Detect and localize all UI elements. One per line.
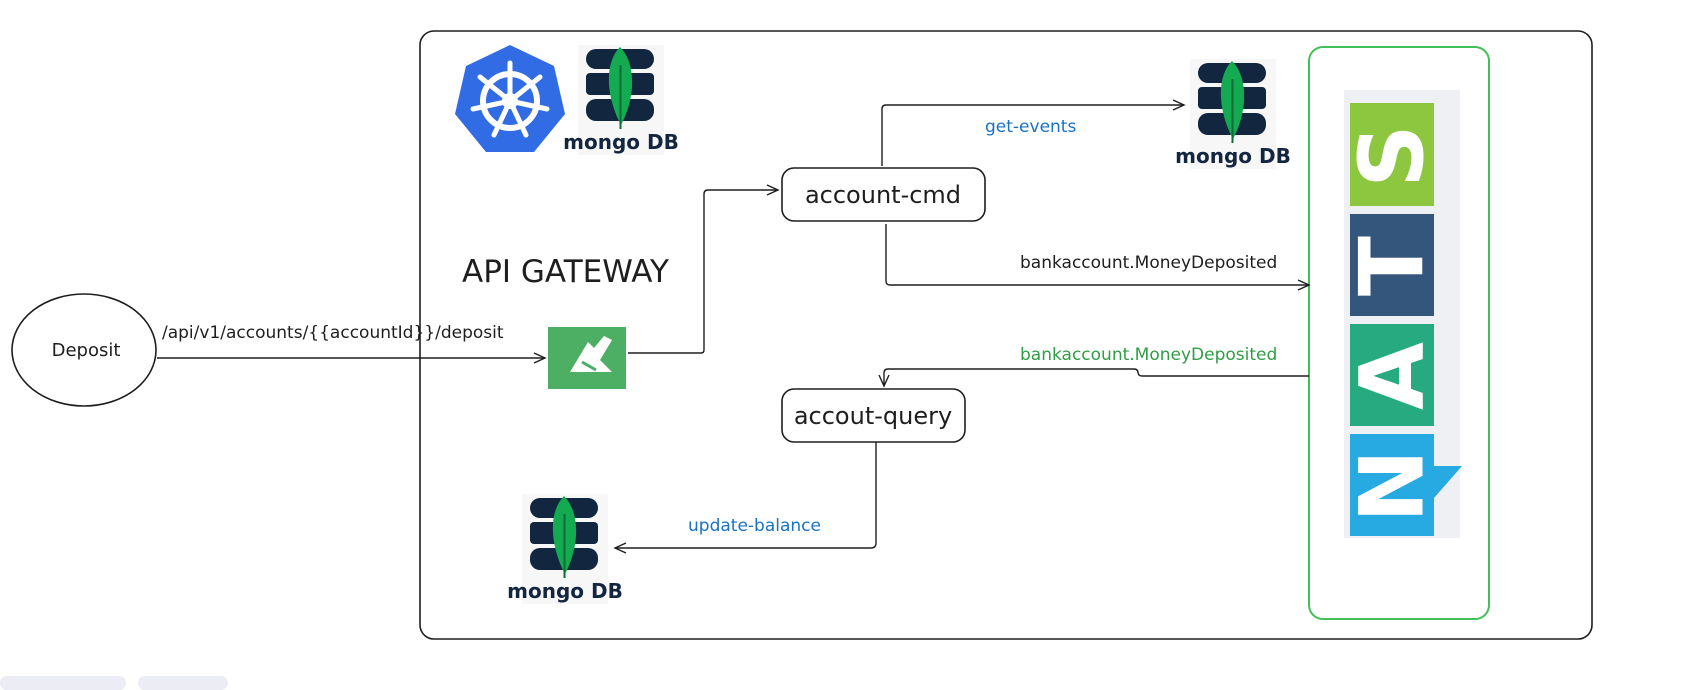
deposit-node[interactable] [11,293,157,407]
nats-letter-s: S [1341,124,1444,187]
mongodb-logo-text: mongo DB [507,579,623,603]
nats-letter-a: A [1341,342,1444,410]
kubernetes-icon [455,45,565,152]
nats-block-n [1350,434,1434,536]
account-query-node[interactable] [781,388,966,443]
mongodb-icon: mongo DB [507,493,623,605]
get-events-arrow [881,99,1186,166]
account-cmd-label: account-cmd [805,181,961,209]
nats-speech-tail [1434,466,1462,498]
endpoint-label: /api/v1/accounts/{{accountId}}/deposit [162,323,504,343]
deposit-label: Deposit [52,340,121,361]
account-cmd-node[interactable] [781,167,986,222]
mongodb-icon: mongo DB [1175,58,1291,170]
gateway-title: API GATEWAY [462,254,669,290]
nats-block-a [1350,324,1434,426]
subscribe-event-arrow [878,368,1309,388]
nats-block-t [1350,214,1434,316]
gateway-to-cmd-arrow [628,184,780,354]
update-balance-label: update-balance [688,516,821,536]
publish-event-arrow [885,224,1311,291]
api-gateway-icon[interactable] [548,327,626,389]
nats-block-s [1350,103,1434,206]
mongodb-icon: mongo DB [563,44,679,156]
mongodb-logo-text: mongo DB [563,130,679,154]
subscribe-event-label: bankaccount.MoneyDeposited [1020,345,1277,365]
cluster-boundary [419,30,1593,640]
nats-frame [1308,46,1490,620]
account-query-label: accout-query [794,402,952,430]
mongodb-logo-text: mongo DB [1175,144,1291,168]
nats-logo: S T A N [1341,90,1462,538]
bottom-toolbar-chip[interactable] [0,676,126,690]
update-balance-arrow [613,442,877,554]
bottom-toolbar-chip[interactable] [138,676,228,690]
nats-letter-n: N [1341,449,1444,523]
publish-event-label: bankaccount.MoneyDeposited [1020,253,1277,273]
nats-letter-t: T [1341,236,1444,296]
get-events-label: get-events [985,117,1076,137]
